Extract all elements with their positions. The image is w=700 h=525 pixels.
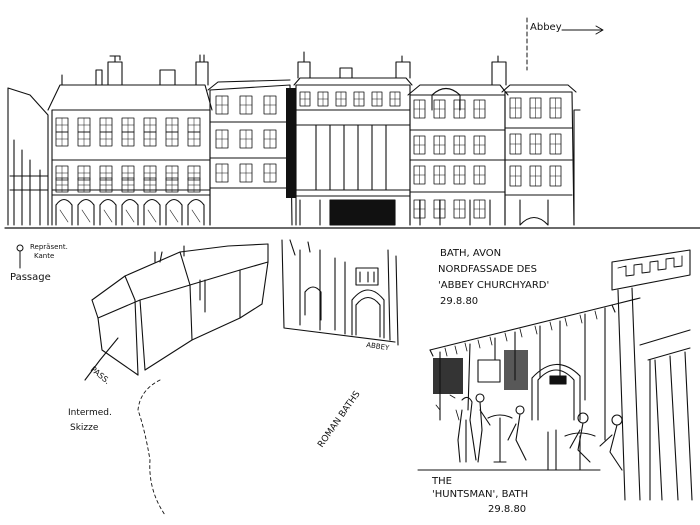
window-mullion <box>187 117 201 133</box>
caption-date-pub: 29.8.80 <box>488 504 526 515</box>
caption-huntsman-bath: 'HUNTSMAN', BATH <box>432 489 528 500</box>
window-mullion <box>99 117 113 133</box>
note-passage: Passage <box>10 272 51 283</box>
window-mullion <box>215 163 229 183</box>
window-mullion <box>165 131 179 147</box>
window-mullion <box>453 199 466 219</box>
window-mullion <box>453 165 466 185</box>
caption-nordfassade: NORDFASSADE DES <box>438 264 537 275</box>
window-mullion <box>509 133 522 155</box>
window-mullion <box>549 165 562 187</box>
window-mullion <box>317 91 329 107</box>
window-mullion <box>121 131 135 147</box>
window-mullion <box>473 135 486 155</box>
main-caption: BATH, AVON NORDFASSADE DES 'ABBEY CHURCH… <box>438 248 549 307</box>
caption-the: THE <box>431 476 452 487</box>
window-mullion <box>77 117 91 133</box>
window-mullion <box>453 135 466 155</box>
note-skizze-1: Intermed. <box>68 408 112 418</box>
window-mullion <box>433 99 446 119</box>
window-mullion <box>239 95 253 115</box>
window-mullion <box>77 131 91 147</box>
window-mullion <box>55 177 69 193</box>
window-mullion <box>77 177 91 193</box>
window-mullion <box>413 165 426 185</box>
window-mullion <box>299 91 311 107</box>
window-mullion <box>433 165 446 185</box>
pub-caption: THE 'HUNTSMAN', BATH 29.8.80 <box>431 476 528 515</box>
note-skizze-2: Skizze <box>70 423 99 433</box>
window-mullion <box>263 95 277 115</box>
window-mullion <box>215 95 229 115</box>
abbey-label: Abbey <box>530 22 562 33</box>
window-mullion <box>413 99 426 119</box>
window-mullion <box>121 117 135 133</box>
window-mullion <box>529 133 542 155</box>
window-mullion <box>529 165 542 187</box>
arrow-right-icon <box>561 25 604 35</box>
window-mullion <box>263 163 277 183</box>
window-mullion <box>389 91 401 107</box>
window-mullion <box>143 177 157 193</box>
window-mullion <box>55 131 69 147</box>
window-mullion <box>509 97 522 119</box>
window-mullion <box>413 199 426 219</box>
note-pass: PASS. <box>89 365 112 386</box>
caption-bath-avon: BATH, AVON <box>440 248 501 259</box>
building-sketch-perspective <box>84 243 269 516</box>
note-abbey-small: ABBEY <box>366 341 391 352</box>
window-mullion <box>187 131 201 147</box>
window-mullion <box>263 129 277 149</box>
window-mullion <box>549 133 562 155</box>
facade-windows <box>55 91 562 219</box>
abbey-churchyard-facade <box>4 51 700 229</box>
window-mullion <box>239 129 253 149</box>
caption-date-main: 29.8.80 <box>440 296 478 307</box>
huntsman-pub-sketch <box>417 249 693 501</box>
abbey-direction-marker: Abbey <box>526 17 604 71</box>
window-mullion <box>529 97 542 119</box>
window-mullion <box>335 91 347 107</box>
window-mullion <box>353 91 365 107</box>
window-mullion <box>55 117 69 133</box>
note-repraesentative: Repräsent. <box>30 243 68 251</box>
window-mullion <box>99 131 113 147</box>
window-mullion <box>413 135 426 155</box>
window-mullion <box>187 177 201 193</box>
window-mullion <box>165 117 179 133</box>
note-kante: Kante <box>34 252 54 260</box>
pub-dark-interior <box>433 350 528 394</box>
caption-abbey-churchyard: 'ABBEY CHURCHYARD' <box>438 280 549 291</box>
window-mullion <box>473 199 486 219</box>
window-mullion <box>143 117 157 133</box>
window-mullion <box>509 165 522 187</box>
window-mullion <box>473 99 486 119</box>
window-mullion <box>99 177 113 193</box>
window-mullion <box>473 165 486 185</box>
window-mullion <box>143 131 157 147</box>
window-mullion <box>433 199 446 219</box>
window-mullion <box>215 129 229 149</box>
note-roman-baths: ROMAN BATHS <box>316 389 362 449</box>
window-mullion <box>453 99 466 119</box>
window-mullion <box>433 135 446 155</box>
roman-baths-arch-sketch <box>281 239 399 346</box>
window-mullion <box>239 163 253 183</box>
window-mullion <box>121 177 135 193</box>
window-mullion <box>549 97 562 119</box>
window-mullion <box>371 91 383 107</box>
window-mullion <box>165 177 179 193</box>
map-pin-icon <box>16 244 24 269</box>
